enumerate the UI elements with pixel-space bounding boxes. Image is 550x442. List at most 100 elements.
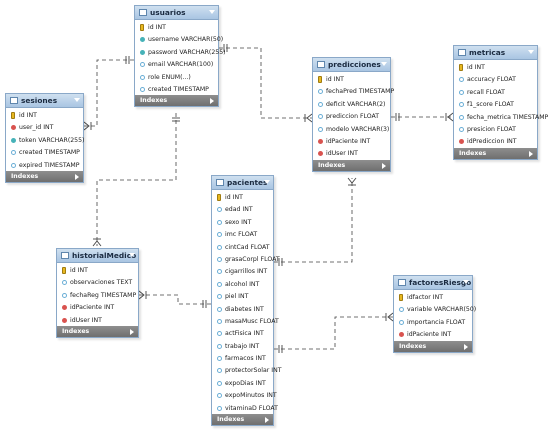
- column-row[interactable]: masaMusc FLOAT: [212, 316, 279, 328]
- table-header[interactable]: predicciones: [313, 58, 390, 72]
- collapse-arrow-icon[interactable]: [74, 98, 80, 102]
- column-row[interactable]: id INT: [135, 22, 218, 34]
- column-row[interactable]: sexo INT: [212, 217, 273, 229]
- expand-arrow-icon[interactable]: [382, 162, 386, 169]
- column-row[interactable]: protectorSolar INT: [212, 365, 281, 377]
- expand-arrow-icon[interactable]: [75, 174, 79, 180]
- column-row[interactable]: alcohol INT: [212, 279, 273, 291]
- column-row[interactable]: idfactor INT: [394, 292, 472, 304]
- column-row[interactable]: expired TIMESTAMP: [6, 160, 83, 172]
- column-row[interactable]: user_id INT: [6, 122, 83, 134]
- indexes-footer[interactable]: Indexes: [6, 171, 83, 182]
- table-header[interactable]: pacientes: [212, 176, 273, 190]
- table-header[interactable]: historialMedico: [57, 249, 138, 263]
- column-row[interactable]: diabetes INT: [212, 304, 273, 316]
- column-row[interactable]: expoDias INT: [212, 378, 273, 390]
- primary-key-icon: [459, 64, 463, 71]
- column-label: actFisica INT: [225, 330, 264, 338]
- indexes-footer[interactable]: Indexes: [212, 414, 273, 426]
- expand-arrow-icon[interactable]: [464, 343, 468, 350]
- column-label: expoDias INT: [225, 379, 266, 387]
- table-icon: [216, 179, 224, 186]
- table-icon: [398, 279, 406, 286]
- column-row[interactable]: cigarrillos INT: [212, 266, 273, 278]
- column-row[interactable]: id INT: [454, 62, 537, 74]
- column-row[interactable]: actFisica INT: [212, 328, 273, 340]
- column-row[interactable]: cintCad FLOAT: [212, 242, 273, 254]
- column-icon: [217, 294, 222, 300]
- column-label: piel INT: [225, 293, 249, 301]
- indexes-footer[interactable]: Indexes: [394, 340, 472, 352]
- column-row[interactable]: idUser INT: [57, 315, 138, 327]
- column-row[interactable]: email VARCHAR(100): [135, 59, 218, 71]
- collapse-arrow-icon[interactable]: [381, 62, 387, 66]
- expand-arrow-icon[interactable]: [265, 417, 269, 424]
- column-row[interactable]: presicion FLOAT: [454, 124, 537, 136]
- column-row[interactable]: imc FLOAT: [212, 229, 273, 241]
- column-row[interactable]: id INT: [212, 192, 273, 204]
- column-row[interactable]: grasaCorpl FLOAT: [212, 254, 280, 266]
- column-row[interactable]: piel INT: [212, 291, 273, 303]
- column-row[interactable]: farmacos INT: [212, 353, 273, 365]
- collapse-arrow-icon[interactable]: [209, 10, 215, 14]
- table-header[interactable]: sesiones: [6, 94, 83, 108]
- column-label: email VARCHAR(100): [148, 61, 214, 69]
- column-row[interactable]: fechaPred TIMESTAMP: [313, 86, 394, 98]
- column-row[interactable]: vitaminaD FLOAT: [212, 403, 278, 415]
- indexes-footer[interactable]: Indexes: [313, 159, 390, 171]
- column-row[interactable]: importancia FLOAT: [394, 317, 472, 329]
- column-row[interactable]: f1_score FLOAT: [454, 99, 537, 111]
- expand-arrow-icon[interactable]: [529, 150, 533, 157]
- not-null-column-icon: [11, 137, 16, 143]
- foreign-key-icon: [399, 332, 404, 338]
- indexes-footer[interactable]: Indexes: [57, 326, 138, 337]
- table-header[interactable]: factoresRiesgo: [394, 276, 472, 290]
- collapse-arrow-icon[interactable]: [129, 253, 135, 257]
- collapse-arrow-icon[interactable]: [528, 50, 534, 54]
- indexes-footer[interactable]: Indexes: [135, 95, 218, 107]
- column-row[interactable]: modelo VARCHAR(3): [313, 124, 390, 136]
- column-row[interactable]: fecha_metrica TIMESTAMP: [454, 112, 548, 124]
- collapse-arrow-icon[interactable]: [463, 280, 469, 284]
- column-row[interactable]: role ENUM(...): [135, 72, 218, 84]
- column-row[interactable]: idPaciente INT: [57, 302, 138, 314]
- collapse-arrow-icon[interactable]: [264, 180, 270, 184]
- column-row[interactable]: edad INT: [212, 204, 273, 216]
- column-row[interactable]: prediccion FLOAT: [313, 111, 390, 123]
- indexes-footer[interactable]: Indexes: [454, 147, 537, 159]
- column-row[interactable]: idPaciente INT: [313, 136, 390, 148]
- column-row[interactable]: idPrediccion INT: [454, 136, 537, 148]
- column-row[interactable]: id INT: [6, 110, 83, 122]
- column-row[interactable]: username VARCHAR(50): [135, 34, 223, 46]
- column-row[interactable]: idUser INT: [313, 148, 390, 160]
- expand-arrow-icon[interactable]: [130, 329, 134, 335]
- column-row[interactable]: expoMinutos INT: [212, 390, 277, 402]
- column-row[interactable]: trabajo INT: [212, 341, 273, 353]
- column-row[interactable]: fechaReg TIMESTAMP: [57, 290, 138, 302]
- column-label: id INT: [225, 194, 243, 201]
- column-row[interactable]: password VARCHAR(255): [135, 47, 226, 59]
- column-label: id INT: [467, 64, 485, 71]
- column-row[interactable]: created TIMESTAMP: [6, 147, 83, 159]
- column-row[interactable]: id INT: [313, 74, 390, 86]
- column-row[interactable]: accuracy FLOAT: [454, 74, 537, 86]
- column-icon: [217, 244, 222, 250]
- table-header[interactable]: metricas: [454, 46, 537, 60]
- table-header[interactable]: usuarios: [135, 6, 218, 20]
- column-row[interactable]: created TIMESTAMP: [135, 84, 218, 96]
- column-row[interactable]: variable VARCHAR(50): [394, 304, 476, 316]
- column-row[interactable]: idPaciente INT: [394, 329, 472, 341]
- expand-arrow-icon[interactable]: [210, 98, 214, 105]
- column-row[interactable]: deficit VARCHAR(2): [313, 99, 390, 111]
- column-row[interactable]: recall FLOAT: [454, 87, 537, 99]
- column-row[interactable]: observaciones TEXT: [57, 277, 138, 289]
- column-row[interactable]: token VARCHAR(255): [6, 135, 84, 147]
- column-row[interactable]: id INT: [57, 265, 138, 277]
